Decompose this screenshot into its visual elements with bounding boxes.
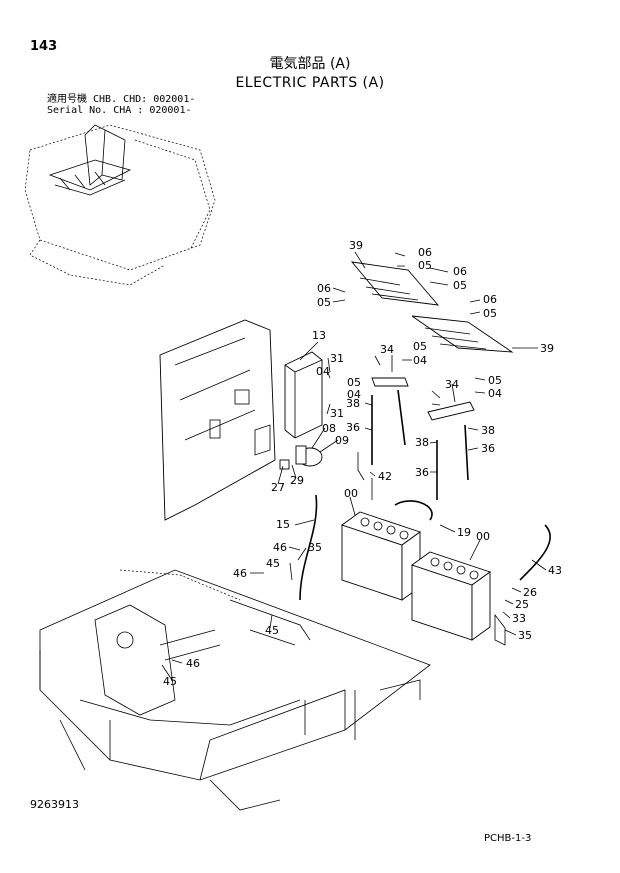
battery-left: [341, 511, 421, 601]
callout-05: 05: [483, 307, 497, 320]
callout-25: 25: [515, 598, 529, 611]
callout-38: 38: [481, 424, 495, 437]
callout-43: 43: [548, 564, 562, 577]
callout-06: 06: [453, 265, 467, 278]
callout-06: 06: [483, 293, 497, 306]
callout-33: 33: [512, 612, 526, 625]
leader-lines: [161, 252, 547, 681]
callout-00: 00: [344, 487, 358, 500]
callout-13: 13: [312, 329, 326, 342]
battery-right: [411, 551, 491, 641]
serial-number-line: Serial No. CHA : 020001-: [47, 105, 192, 116]
callout-45: 45: [265, 624, 279, 637]
callout-04: 04: [347, 388, 361, 401]
callout-numbers: 39 06 05 06 05 06 05 06 05 39 13 31 04 3…: [163, 239, 562, 688]
callout-35: 35: [308, 541, 322, 554]
catalog-code: PCHB-1-3: [484, 833, 532, 844]
callout-36: 36: [415, 466, 429, 479]
callout-26: 26: [523, 586, 537, 599]
callout-39: 39: [540, 342, 554, 355]
callout-05: 05: [347, 376, 361, 389]
callout-04: 04: [413, 354, 427, 367]
callout-45: 45: [266, 557, 280, 570]
relay-box-13: [284, 351, 323, 439]
callout-29: 29: [290, 474, 304, 487]
callout-45: 45: [163, 675, 177, 688]
callout-34: 34: [380, 343, 394, 356]
title-english: ELECTRIC PARTS (A): [235, 75, 385, 91]
callout-05: 05: [413, 340, 427, 353]
battery-cover-plates: [350, 251, 538, 353]
callout-39: 39: [349, 239, 363, 252]
switch-components: [279, 445, 365, 481]
figure-number: 9263913: [30, 798, 79, 811]
callout-04: 04: [488, 387, 502, 400]
callout-05: 05: [317, 296, 331, 309]
callout-15: 15: [276, 518, 290, 531]
callout-42: 42: [378, 470, 392, 483]
serial-applicability-line: 適用号機 CHB. CHD: 002001-: [47, 94, 196, 105]
callout-46: 46: [273, 541, 287, 554]
callout-35: 35: [518, 629, 532, 642]
callout-19: 19: [457, 526, 471, 539]
callout-04: 04: [316, 365, 330, 378]
hold-down-rods: [371, 377, 475, 500]
callout-09: 09: [335, 434, 349, 447]
title-japanese: 電気部品 (A): [269, 56, 351, 72]
rear-mounting-panel: [159, 319, 276, 521]
callout-08: 08: [322, 422, 336, 435]
page-number: 143: [30, 39, 58, 54]
upper-frame-structure: [39, 569, 506, 811]
callout-06: 06: [317, 282, 331, 295]
callout-05: 05: [453, 279, 467, 292]
callout-31: 31: [330, 352, 344, 365]
callout-38: 38: [415, 436, 429, 449]
callout-31: 31: [330, 407, 344, 420]
callout-05: 05: [488, 374, 502, 387]
callout-46: 46: [233, 567, 247, 580]
callout-36: 36: [481, 442, 495, 455]
battery-cables: [299, 478, 551, 601]
callout-00: 00: [476, 530, 490, 543]
callout-38: 38: [346, 397, 360, 410]
callout-06: 06: [418, 246, 432, 259]
callout-46: 46: [186, 657, 200, 670]
callout-36: 36: [346, 421, 360, 434]
callout-27: 27: [271, 481, 285, 494]
callout-34: 34: [445, 378, 459, 391]
callout-05: 05: [418, 259, 432, 272]
machine-overview-illustration: [24, 124, 216, 286]
